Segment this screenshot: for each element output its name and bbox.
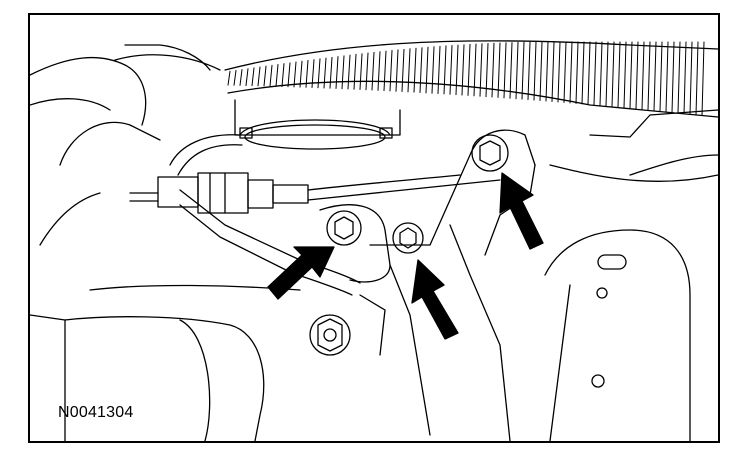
hose-rib	[269, 64, 273, 87]
hose-rib	[515, 41, 519, 100]
hose-rib	[299, 60, 303, 88]
hose-rib	[569, 41, 573, 104]
hose-rib	[695, 41, 699, 116]
hose-rib	[479, 43, 483, 97]
hose-rib	[635, 41, 639, 110]
hose-rib	[599, 41, 603, 107]
hose-rib	[239, 69, 243, 86]
pulley-housing	[234, 99, 401, 150]
hose-rib	[365, 52, 369, 91]
hose-rib	[449, 44, 453, 95]
hose-rib	[263, 65, 267, 87]
hose-rib	[281, 63, 285, 88]
engine-bracket-illustration	[30, 40, 718, 441]
hose-rib	[371, 51, 375, 91]
hose-rib	[689, 41, 693, 115]
hose-rib	[575, 41, 579, 104]
hose-rib	[323, 57, 327, 89]
hose-rib	[611, 41, 615, 108]
right-bracket	[544, 109, 718, 441]
hose-rib	[677, 41, 681, 114]
hose-rib	[491, 42, 495, 98]
hose-rib	[257, 66, 261, 87]
hose-rib	[287, 62, 291, 88]
hose-rib	[485, 42, 489, 98]
hose-rib	[401, 48, 405, 93]
arrow-upper-right-bolt	[499, 172, 544, 250]
hose-rib	[473, 43, 477, 97]
hose-rib	[665, 41, 669, 113]
hose-rib	[557, 41, 561, 103]
hose-rib	[383, 50, 387, 92]
hose-ribs	[227, 41, 705, 116]
hose-rib	[233, 69, 237, 86]
hose-rib	[521, 41, 525, 100]
figure-id-label: N0041304	[58, 404, 134, 421]
hose-rib	[395, 49, 399, 92]
hose-rib	[581, 41, 585, 105]
arrow-middle-left-bolt	[267, 246, 335, 300]
hose-rib	[509, 42, 513, 99]
hose-rib	[377, 51, 381, 91]
hose-rib	[251, 67, 255, 87]
hose-rib	[671, 41, 675, 113]
hose-rib	[389, 50, 393, 92]
hose-rib	[293, 61, 297, 88]
hose-rib	[245, 68, 249, 87]
hose-rib	[533, 41, 537, 101]
hose-rib	[551, 41, 555, 102]
hose-rib	[455, 44, 459, 96]
hose-rib	[329, 56, 333, 89]
hose-rib	[659, 41, 663, 112]
hose-rib	[503, 42, 507, 99]
hose-rib	[311, 59, 315, 89]
mounting-bracket	[319, 129, 536, 441]
hose-rib	[341, 55, 345, 90]
left-background-parts	[30, 44, 221, 246]
hose-rib	[563, 41, 567, 103]
hose-rib	[653, 41, 657, 112]
hose-rib	[347, 54, 351, 90]
hose-rib	[545, 41, 549, 102]
hose-rib	[497, 42, 501, 98]
hose-rib	[359, 53, 363, 90]
hose-rib	[437, 45, 441, 95]
hose-rib	[593, 41, 597, 106]
hose-rib	[641, 41, 645, 110]
hose-rib	[407, 48, 411, 93]
hose-rib	[413, 47, 417, 93]
arrow-middle-right-bolt	[411, 259, 459, 340]
hose-rib	[617, 41, 621, 108]
hose-rib	[419, 47, 423, 94]
hose-rib	[623, 41, 627, 109]
corrugated-hose	[224, 40, 718, 118]
hose-rib	[701, 41, 705, 116]
hose-rib	[683, 41, 687, 115]
hose-rib	[431, 46, 435, 94]
hose-rib	[227, 70, 231, 86]
hose-rib	[467, 43, 471, 96]
hose-rib	[539, 41, 543, 102]
hose-rib	[527, 41, 531, 101]
hose-rib	[587, 41, 591, 105]
diagram-frame: N0041304	[28, 13, 720, 443]
hose-rib	[629, 41, 633, 109]
hose-rib	[605, 41, 609, 107]
bolt-middle-right	[392, 222, 424, 254]
bolt-middle-left	[326, 210, 362, 246]
hose-rib	[425, 46, 429, 94]
hose-rib	[317, 58, 321, 89]
hose-rib	[305, 59, 309, 88]
hose-rib	[443, 45, 447, 95]
bolt-upper-right	[471, 134, 509, 172]
hose-rib	[353, 53, 357, 90]
hose-rib	[335, 56, 339, 89]
hose-rib	[461, 44, 465, 96]
wiring-harness	[129, 134, 501, 296]
hose-rib	[275, 63, 279, 87]
lower-nut	[309, 314, 351, 356]
hose-rib	[647, 41, 651, 111]
